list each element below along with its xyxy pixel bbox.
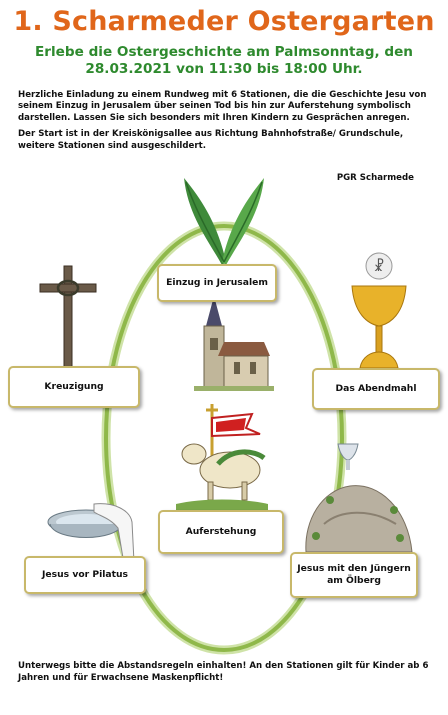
signature: PGR Scharmede xyxy=(336,173,414,183)
intro-paragraph-1: Herzliche Einladung zu einem Rundweg mit… xyxy=(18,90,427,123)
intro-paragraph-2: Der Start ist in der Kreiskönigsallee au… xyxy=(18,129,404,151)
event-subtitle: Erlebe die Ostergeschichte am Palmsonnta… xyxy=(18,44,430,78)
cross-icon xyxy=(39,265,97,371)
olive-mount-icon xyxy=(305,443,413,553)
palm-leaves-icon xyxy=(184,178,264,265)
lamb-icon xyxy=(176,404,268,510)
subtitle-line-1: Erlebe die Ostergeschichte am Palmsonnta… xyxy=(35,44,413,60)
station-abendmahl: Das Abendmahl xyxy=(312,368,440,410)
station-pilatus: Jesus vor Pilatus xyxy=(24,556,146,594)
chalice-icon: ☧ xyxy=(351,252,407,369)
station-auferstehung: Auferstehung xyxy=(158,510,284,554)
svg-text:☧: ☧ xyxy=(374,258,385,275)
intro-text: Herzliche Einladung zu einem Rundweg mit… xyxy=(18,90,428,157)
church-icon xyxy=(194,296,274,391)
station-oelberg: Jesus mit den Jüngern am Ölberg xyxy=(290,552,418,598)
footer-notice: Unterwegs bitte die Abstandsregeln einha… xyxy=(18,661,429,683)
station-oelberg-line-1: Jesus mit den Jüngern xyxy=(297,563,411,574)
station-kreuzigung: Kreuzigung xyxy=(8,366,140,408)
station-einzug: Einzug in Jerusalem xyxy=(157,264,277,302)
page-title: 1. Scharmeder Ostergarten xyxy=(13,6,435,37)
subtitle-line-2: 28.03.2021 von 11:30 bis 18:00 Uhr. xyxy=(85,61,363,77)
station-oelberg-line-2: am Ölberg xyxy=(327,575,381,586)
